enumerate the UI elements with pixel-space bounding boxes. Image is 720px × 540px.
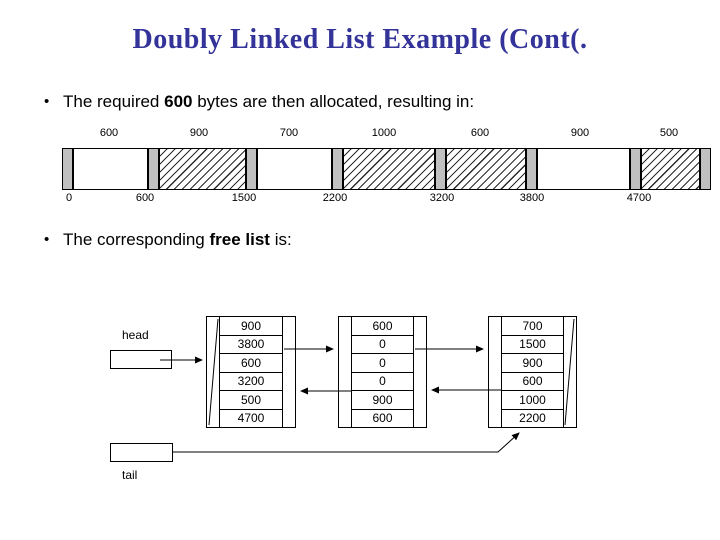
node-values: 600 0 0 0 900 600	[352, 317, 413, 427]
node-value-row: 0	[352, 373, 413, 391]
bullet-item-freelist: • The corresponding free list is:	[44, 228, 292, 252]
head-label: head	[122, 328, 149, 342]
segment-separator	[526, 148, 537, 190]
head-pointer-box	[110, 350, 172, 369]
memory-segment-allocated	[343, 148, 435, 190]
free-list-node: 900 3800 600 3200 500 4700	[206, 316, 296, 428]
bullet-text-post: bytes are then allocated, resulting in:	[192, 92, 475, 111]
node-value-row: 600	[372, 411, 393, 426]
memory-segment-free	[73, 148, 148, 190]
node-value-row: 1000	[502, 391, 563, 410]
node-value-row: 2200	[519, 411, 546, 426]
tail-arrow	[173, 432, 520, 453]
node-next-pointer-column	[563, 317, 576, 427]
node-value-row: 700	[502, 317, 563, 336]
memory-segment-free	[257, 148, 332, 190]
node-prev-pointer-column	[339, 317, 352, 427]
boundary-label: 4700	[626, 192, 652, 204]
node-value-row: 500	[220, 391, 282, 410]
memory-segment-free	[537, 148, 630, 190]
node-value-row: 600	[220, 354, 282, 373]
memory-segment-allocated	[446, 148, 526, 190]
segment-size-label: 500	[659, 127, 679, 139]
segment-separator	[246, 148, 257, 190]
node-value-row: 0	[352, 354, 413, 373]
segment-separator	[630, 148, 641, 190]
boundary-label: 3200	[429, 192, 455, 204]
node-value-row: 600	[352, 317, 413, 336]
segment-separator	[700, 148, 711, 190]
page-title: Doubly Linked List Example (Cont(.	[132, 24, 588, 55]
boundary-label: 1500	[231, 192, 257, 204]
tail-label: tail	[122, 468, 138, 482]
node-value-row: 3800	[220, 336, 282, 354]
segment-size-label: 600	[470, 127, 490, 139]
node-value-row: 900	[352, 391, 413, 410]
free-list-node: 600 0 0 0 900 600	[338, 316, 427, 428]
bullet-text-post: is:	[269, 230, 292, 249]
segment-size-label: 1000	[371, 127, 397, 139]
node-value-row: 600	[502, 373, 563, 391]
node-value-row: 4700	[237, 411, 265, 426]
node-values: 900 3800 600 3200 500 4700	[220, 317, 282, 427]
node-value-row: 1500	[502, 336, 563, 354]
segment-size-label: 600	[99, 127, 119, 139]
bullet-text-pre: The corresponding	[63, 230, 210, 249]
segment-size-label: 900	[189, 127, 209, 139]
memory-segment-allocated	[159, 148, 246, 190]
node-next-pointer-column	[282, 317, 295, 427]
memory-bar	[62, 148, 712, 190]
tail-pointer-box	[110, 443, 173, 462]
boundary-label: 0	[65, 192, 73, 204]
memory-map-diagram: 600 900 700 1000 600 900 500 0 600 15	[62, 127, 712, 207]
node-value-row: 0	[352, 336, 413, 354]
bullet-item-allocation: • The required 600 bytes are then allocat…	[44, 90, 474, 114]
bullet-dot: •	[44, 231, 50, 248]
segment-separator	[148, 148, 159, 190]
node-prev-pointer-column	[207, 317, 220, 427]
segment-size-label: 900	[570, 127, 590, 139]
free-list-node: 700 1500 900 600 1000 2200	[488, 316, 577, 428]
bullet-dot: •	[44, 93, 50, 110]
node-value-row: 3200	[220, 373, 282, 391]
segment-separator	[435, 148, 446, 190]
node-values: 700 1500 900 600 1000 2200	[502, 317, 563, 427]
segment-size-label: 700	[279, 127, 299, 139]
boundary-label: 600	[135, 192, 155, 204]
segment-separator	[332, 148, 343, 190]
segment-separator	[62, 148, 73, 190]
bullet-text-bold: 600	[164, 92, 193, 111]
memory-segment-allocated	[641, 148, 700, 190]
bullet-text-bold: free list	[209, 230, 270, 249]
node-value-row: 900	[220, 317, 282, 336]
node-next-pointer-column	[413, 317, 426, 427]
boundary-label: 3800	[519, 192, 545, 204]
node-prev-pointer-column	[489, 317, 502, 427]
node-value-row: 900	[502, 354, 563, 373]
boundary-label: 2200	[322, 192, 348, 204]
bullet-text-pre: The required	[63, 92, 165, 111]
